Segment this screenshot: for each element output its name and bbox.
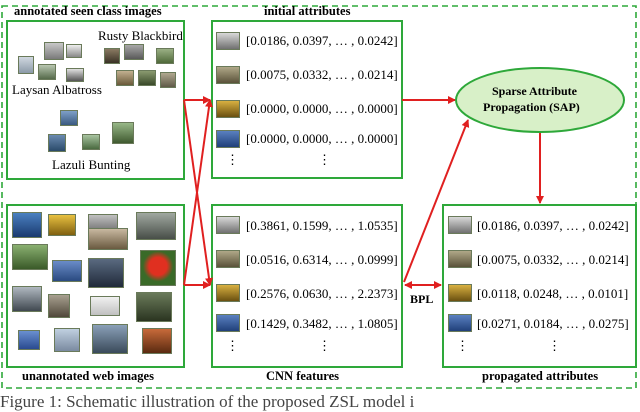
bird-photo-icon <box>138 70 156 86</box>
web-images-title: unannotated web images <box>22 369 154 383</box>
initial-vdots-left: ⋮ <box>226 152 239 167</box>
bird-photo-icon <box>12 212 42 238</box>
sap-label-line1: Sparse Attribute <box>492 84 577 98</box>
bird-photo-icon <box>12 286 42 312</box>
cnn-row-3: [0.1429, 0.3482, … , 1.0805] <box>246 316 398 331</box>
bird-photo-icon <box>156 48 174 64</box>
bird-photo-icon <box>60 110 78 126</box>
seen-images-title: annotated seen class images <box>14 4 162 18</box>
bird-photo-icon <box>48 214 76 236</box>
bird-photo-icon <box>12 244 48 270</box>
bird-photo-icon <box>88 258 124 288</box>
seen-images-box <box>6 20 185 180</box>
bird-photo-icon <box>18 56 34 74</box>
propagated-row-1: [0.0075, 0.0332, … , 0.0214] <box>477 252 629 267</box>
bird-photo-icon <box>82 134 100 150</box>
bird-photo-icon <box>448 284 472 302</box>
cnn-row-1: [0.0516, 0.6314, … , 0.0999] <box>246 252 398 267</box>
cnn-vdots-right: ⋮ <box>318 338 331 353</box>
label-lazuli-bunting: Lazuli Bunting <box>52 157 131 172</box>
cnn-row-0: [0.3861, 0.1599, … , 1.0535] <box>246 218 398 233</box>
propagated-row-2: [0.0118, 0.0248, … , 0.0101] <box>477 286 629 301</box>
bird-photo-icon <box>216 314 240 332</box>
cnn-features-title: CNN features <box>266 369 340 383</box>
bird-photo-icon <box>448 216 472 234</box>
arrow-web-to-initial <box>183 99 213 286</box>
bird-photo-icon <box>216 130 240 148</box>
bird-photo-icon <box>90 296 120 316</box>
bird-photo-icon <box>216 100 240 118</box>
propagated-vdots-right: ⋮ <box>548 338 561 353</box>
bird-photo-icon <box>140 250 176 286</box>
bird-photo-icon <box>48 294 70 318</box>
figure-caption: Figure 1: Schematic illustration of the … <box>0 392 415 411</box>
bird-photo-icon <box>124 44 144 60</box>
initial-attr-row-3: [0.0000, 0.0000, … , 0.0000] <box>246 131 398 146</box>
bird-photo-icon <box>52 260 82 282</box>
bird-photo-icon <box>448 250 472 268</box>
bird-photo-icon <box>216 284 240 302</box>
bird-photo-icon <box>88 228 128 250</box>
propagated-vdots-left: ⋮ <box>456 338 469 353</box>
bird-photo-icon <box>160 72 176 88</box>
bird-photo-icon <box>92 324 128 354</box>
bird-photo-icon <box>104 48 120 64</box>
bird-photo-icon <box>54 328 80 352</box>
propagated-attributes-title: propagated attributes <box>482 369 599 383</box>
propagated-attributes-box <box>442 204 637 368</box>
sap-label-line2: Propagation (SAP) <box>483 100 580 114</box>
bird-photo-icon <box>44 42 64 60</box>
cnn-row-2: [0.2576, 0.0630, … , 2.2373] <box>246 286 398 301</box>
bird-photo-icon <box>216 32 240 50</box>
bird-photo-icon <box>116 70 134 86</box>
bird-photo-icon <box>112 122 134 144</box>
bpl-label: BPL <box>410 292 434 306</box>
arrow-cnn-to-sap <box>403 119 470 283</box>
initial-vdots-right: ⋮ <box>318 152 331 167</box>
initial-attr-row-0: [0.0186, 0.0397, … , 0.0242] <box>246 33 398 48</box>
label-laysan-albatross: Laysan Albatross <box>12 82 102 97</box>
bird-photo-icon <box>136 212 176 240</box>
propagated-row-0: [0.0186, 0.0397, … , 0.0242] <box>477 218 629 233</box>
propagated-row-3: [0.0271, 0.0184, … , 0.0275] <box>477 316 629 331</box>
initial-attr-row-2: [0.0000, 0.0000, … , 0.0000] <box>246 101 398 116</box>
bird-photo-icon <box>66 68 84 82</box>
bird-photo-icon <box>216 250 240 268</box>
bird-photo-icon <box>136 292 172 322</box>
bird-photo-icon <box>38 64 56 80</box>
initial-attr-row-1: [0.0075, 0.0332, … , 0.0214] <box>246 67 398 82</box>
bird-photo-icon <box>66 44 82 58</box>
bird-photo-icon <box>216 216 240 234</box>
initial-attributes-title: initial attributes <box>264 4 351 18</box>
label-rusty-blackbird: Rusty Blackbird <box>98 28 183 43</box>
cnn-vdots-left: ⋮ <box>226 338 239 353</box>
cnn-features-box <box>211 204 403 368</box>
bird-photo-icon <box>142 328 172 354</box>
outer-dashed-frame <box>1 5 637 389</box>
sap-node <box>455 67 625 133</box>
bird-photo-icon <box>216 66 240 84</box>
bird-photo-icon <box>48 134 66 152</box>
bird-photo-icon <box>448 314 472 332</box>
bird-photo-icon <box>18 330 40 350</box>
